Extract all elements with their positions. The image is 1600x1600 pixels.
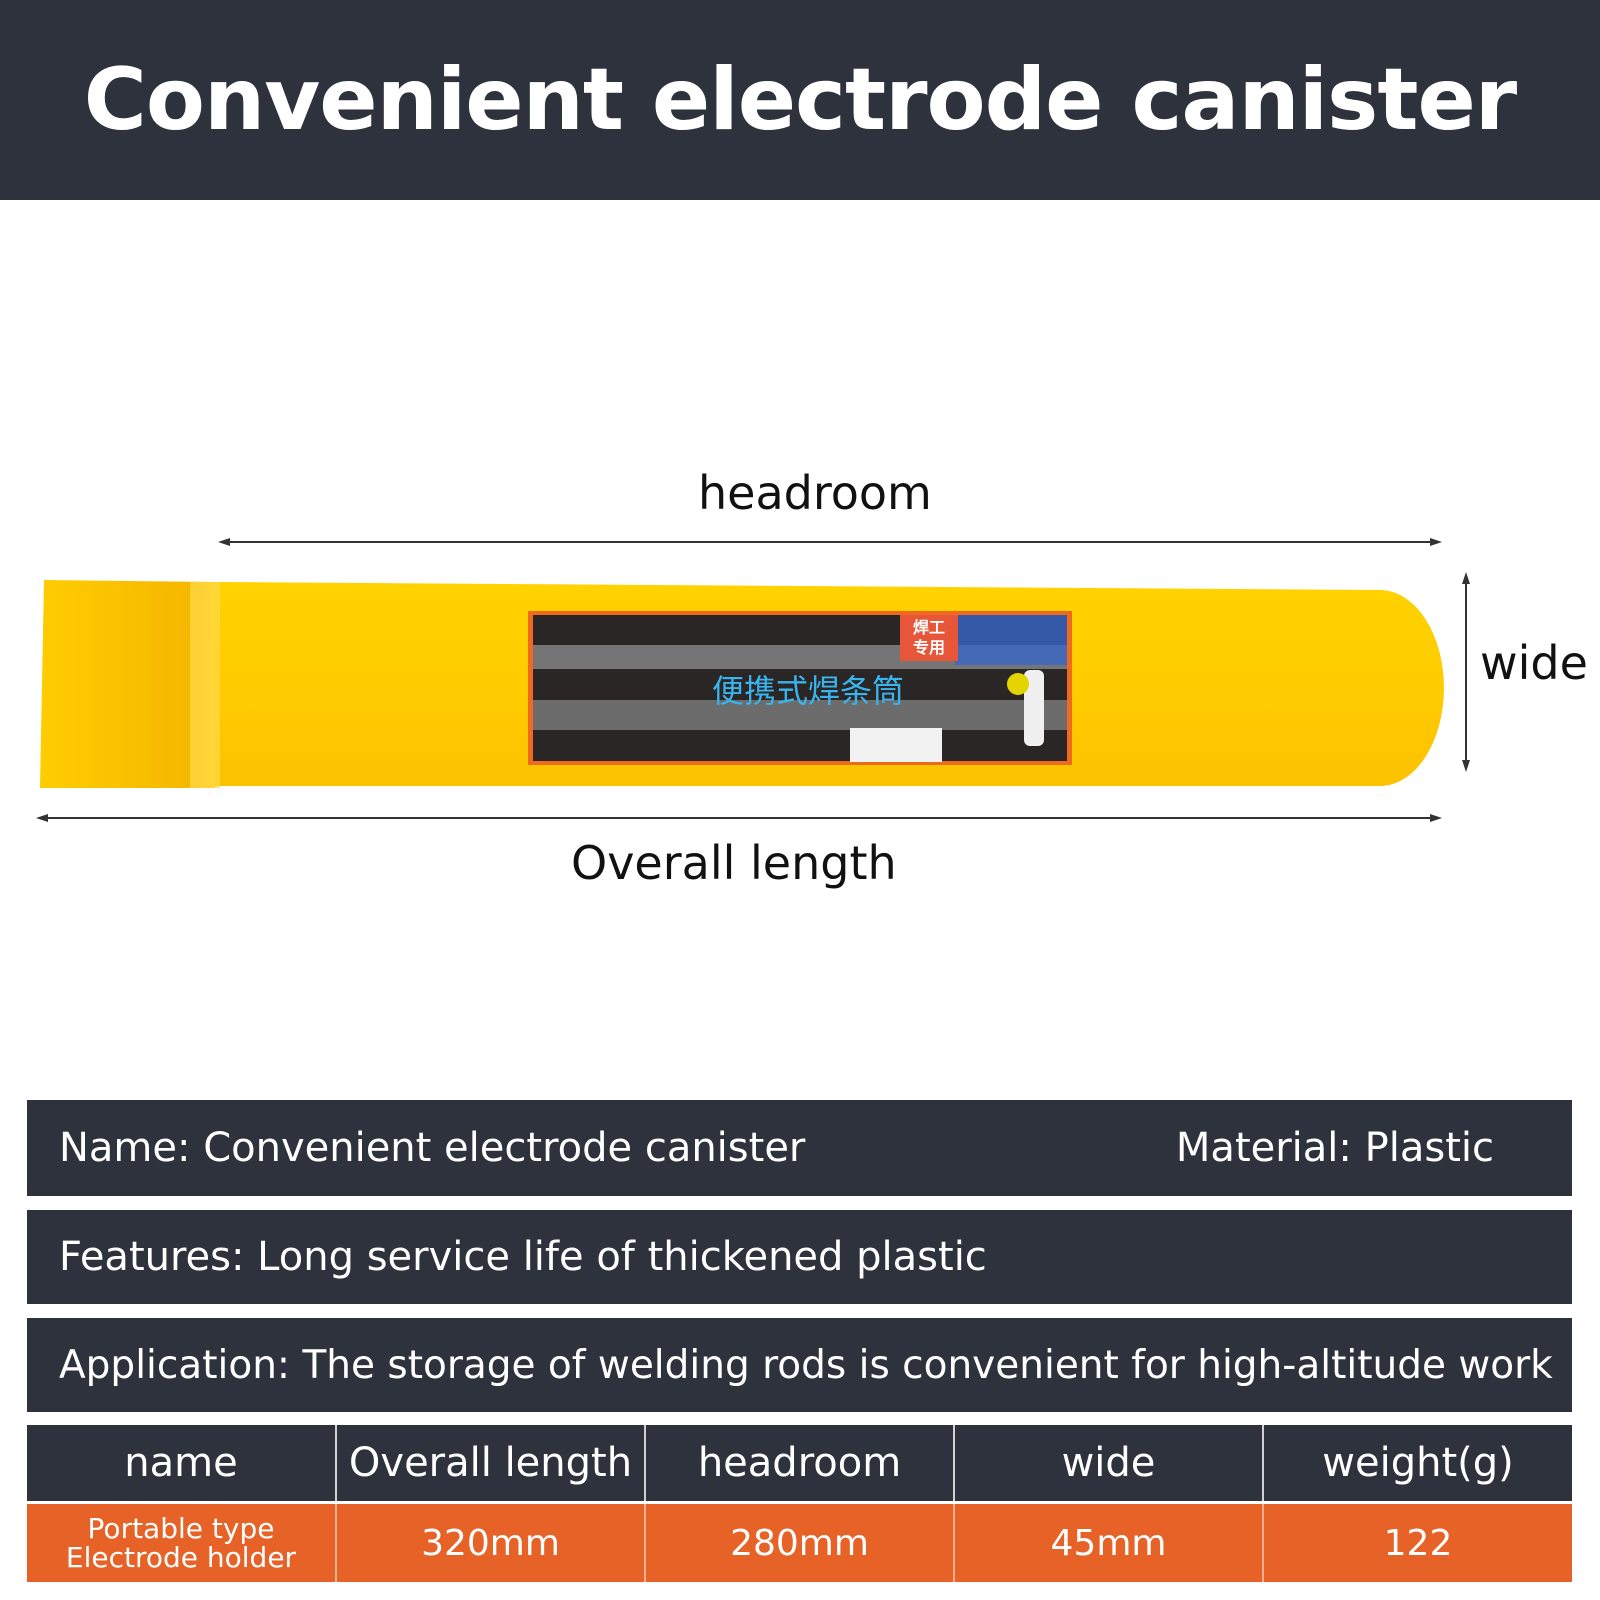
wide-label: wide [1480,636,1588,690]
badge [900,615,958,661]
title-banner: Convenient electrode canister [0,0,1600,200]
header-weight: weight(g) [1262,1425,1572,1503]
cell-headroom: 280mm [644,1501,954,1582]
cell-overall-length: 320mm [335,1501,645,1582]
spec-table: name Overall length headroom wide weight… [27,1425,1572,1582]
canister: 便携式焊条筒 [40,580,1444,788]
table-header-row: name Overall length headroom wide weight… [27,1425,1572,1503]
product-label-text: 便携式焊条筒 [712,672,904,710]
headroom-arrow [218,538,1442,546]
cell-weight: 122 [1262,1501,1572,1582]
canister-diagram: 便携式焊条筒 [36,538,1470,822]
features: Features: Long service life of thickened… [59,1234,987,1280]
overall-length-label: Overall length [571,836,897,890]
cell-wide: 45mm [953,1501,1263,1582]
name-material-bar: Name: Convenient electrode canister Mate… [27,1100,1572,1196]
features-bar: Features: Long service life of thickened… [27,1210,1572,1304]
overall-length-arrow [36,814,1442,822]
product-name: Name: Convenient electrode canister [59,1125,806,1171]
application: Application: The storage of welding rods… [59,1342,1553,1388]
header-headroom: headroom [644,1425,954,1503]
name-line2: Electrode holder [65,1541,297,1574]
name-line1: Portable type [87,1512,275,1545]
wide-arrow [1462,572,1470,772]
page-title: Convenient electrode canister [83,50,1517,150]
headroom-label: headroom [698,466,932,520]
barcode-icon [850,728,942,762]
badge-text: 焊工专用 [912,618,945,657]
application-bar: Application: The storage of welding rods… [27,1318,1572,1412]
header-name: name [27,1425,336,1503]
header-overall-length: Overall length [335,1425,645,1503]
material: Material: Plastic [1175,1125,1494,1171]
header-wide: wide [953,1425,1263,1503]
